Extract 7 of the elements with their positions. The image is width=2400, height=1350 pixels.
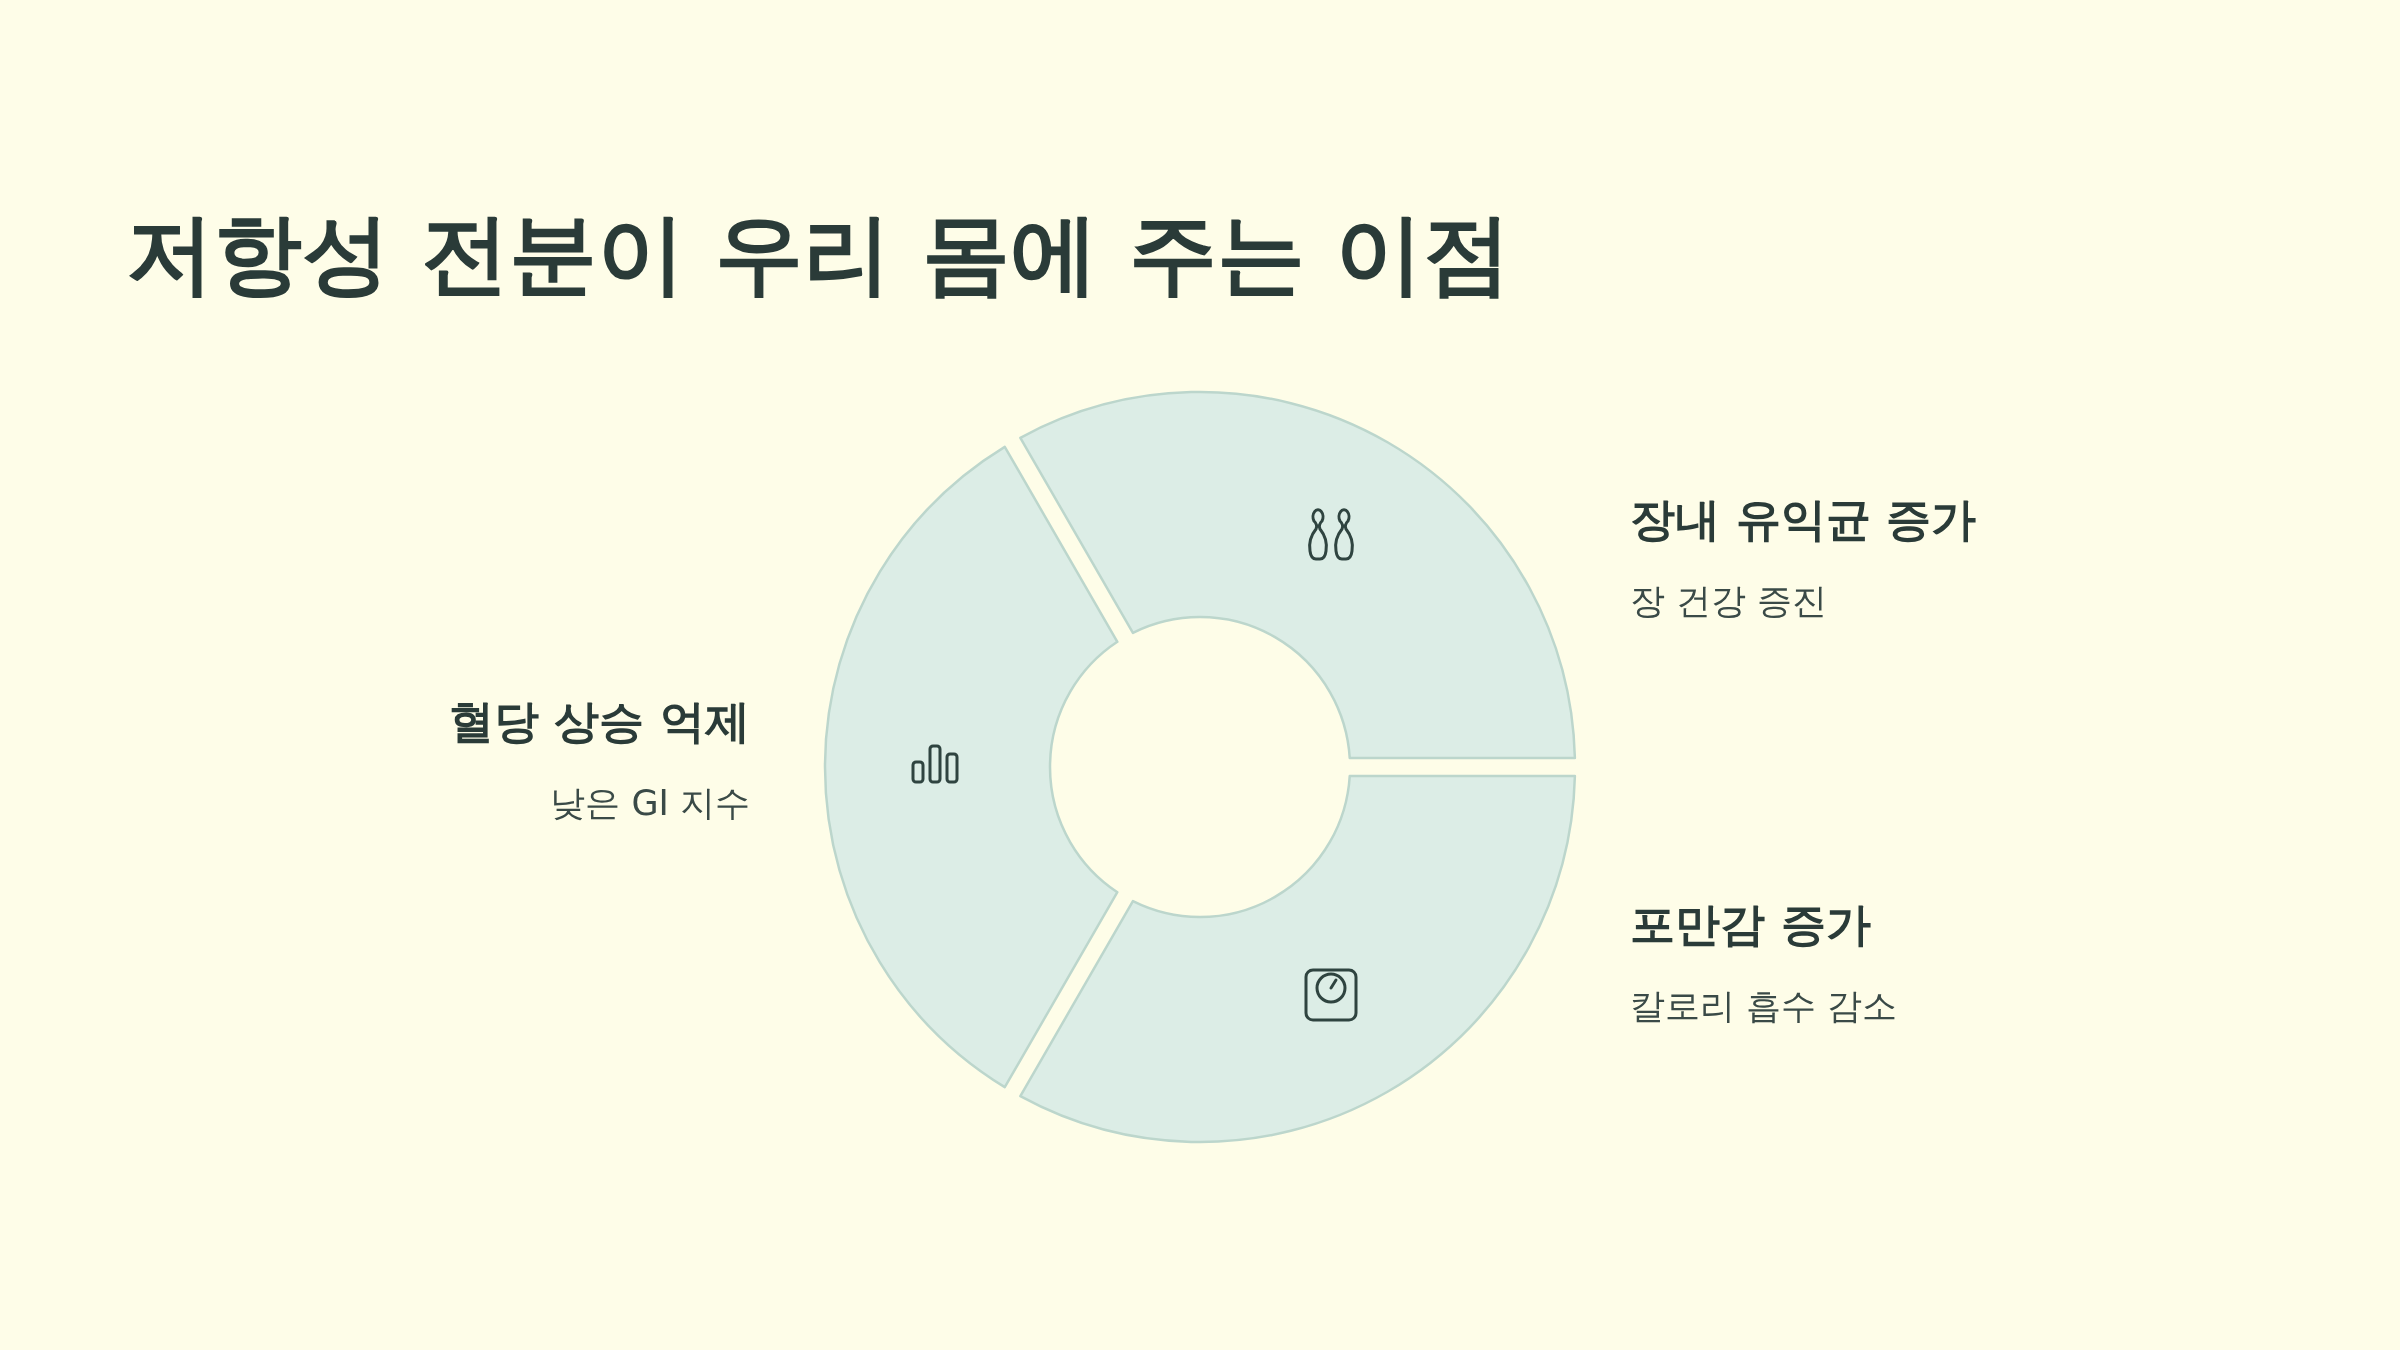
benefit-description: 낮은 GI 지수: [549, 782, 750, 825]
benefit-heading: 포만감 증가: [1630, 897, 1872, 953]
benefit-heading: 장내 유익균 증가: [1630, 492, 1978, 548]
title: 저항성 전분이 우리 몸에 주는 이점: [126, 201, 1512, 307]
benefit-description: 칼로리 흡수 감소: [1630, 985, 1899, 1028]
benefit-heading: 혈당 상승 억제: [447, 694, 750, 750]
benefit-description: 장 건강 증진: [1630, 580, 1829, 623]
